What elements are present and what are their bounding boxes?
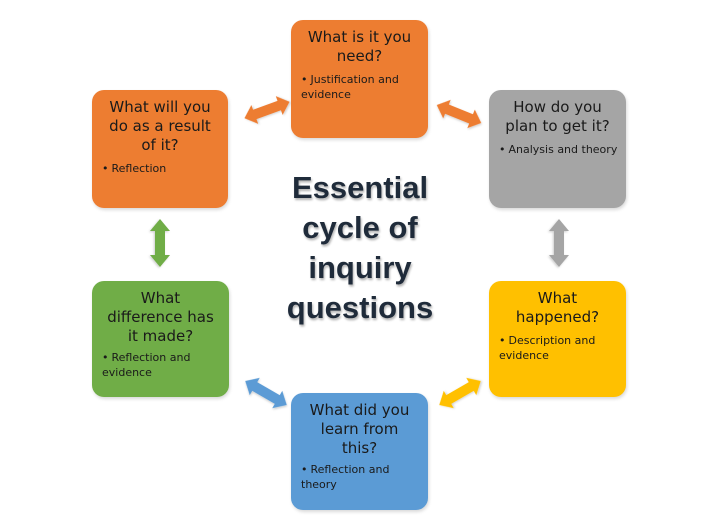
double-arrow-icon xyxy=(244,96,290,124)
double-arrow-icon xyxy=(245,377,287,409)
diagram-title: Essential cycle of inquiry questions xyxy=(255,168,465,328)
title-line: Essential xyxy=(291,170,429,205)
box-what-did-you-learn: What did you learn from this? •Reflectio… xyxy=(291,393,428,510)
box-bullet: •Description and evidence xyxy=(499,334,596,362)
box-what-happened: What happened? •Description and evidence xyxy=(489,281,626,397)
box-how-do-you-plan: How do you plan to get it? •Analysis and… xyxy=(489,90,626,208)
box-what-is-it-you-need: What is it you need? •Justification and … xyxy=(291,20,428,138)
box-bullet: •Justification and evidence xyxy=(301,73,399,101)
double-arrow-icon xyxy=(150,219,170,267)
box-what-will-you-do: What will you do as a result of it? •Ref… xyxy=(92,90,228,208)
box-bullet: •Reflection and evidence xyxy=(102,351,191,379)
box-bullet: •Reflection and theory xyxy=(301,463,390,491)
box-question: What difference has it made? xyxy=(107,289,214,345)
box-question: What will you do as a result of it? xyxy=(109,98,211,154)
box-bullet: •Reflection xyxy=(102,162,167,175)
box-question: What did you learn from this? xyxy=(309,401,410,457)
double-arrow-icon xyxy=(436,99,482,129)
double-arrow-icon xyxy=(549,219,569,267)
box-question: What happened? xyxy=(515,289,600,326)
title-line: inquiry xyxy=(308,250,412,285)
title-line: questions xyxy=(286,290,434,325)
title-line: cycle of xyxy=(302,210,418,245)
double-arrow-icon xyxy=(439,377,481,409)
box-what-difference: What difference has it made? •Reflection… xyxy=(92,281,229,397)
box-question: What is it you need? xyxy=(307,28,412,65)
box-bullet: •Analysis and theory xyxy=(499,143,618,156)
box-question: How do you plan to get it? xyxy=(505,98,610,135)
